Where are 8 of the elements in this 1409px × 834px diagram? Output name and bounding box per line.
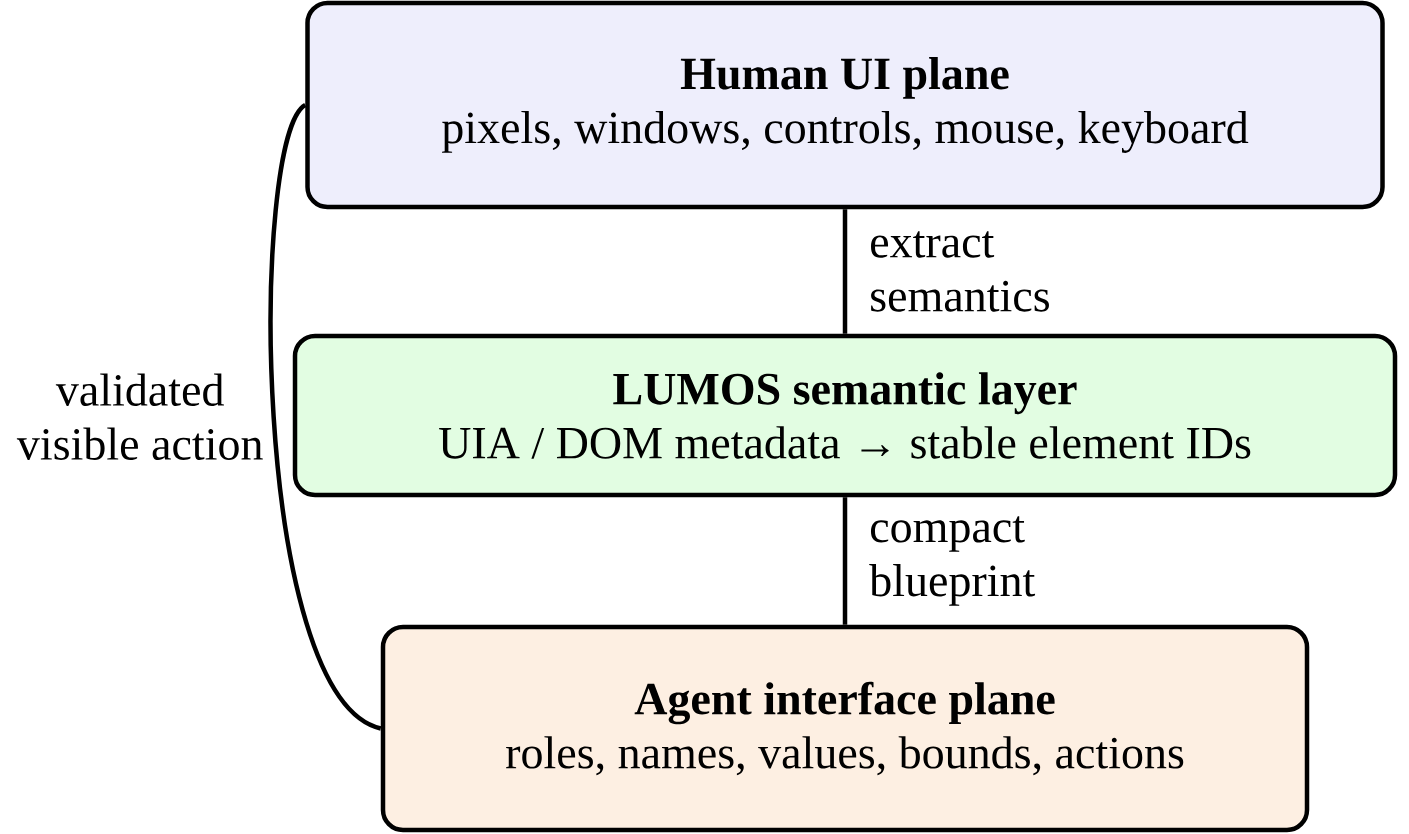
connector-line: [842, 209, 848, 334]
layer-box: LUMOS semantic layer UIA / DOM metadata → stable element IDs: [292, 333, 1398, 498]
connector-line: [842, 497, 848, 625]
edge-label: validated visible action: [16, 373, 263, 460]
edge-label: compact blueprint: [869, 516, 1036, 606]
edge-label: extract semantics: [871, 231, 1049, 312]
layer-box: Agent interface plane roles, names, values, bounds, actions: [380, 624, 1310, 833]
layer-box: Human UI plane pixels, windows, controls, mouse, keyboard: [305, 0, 1385, 210]
